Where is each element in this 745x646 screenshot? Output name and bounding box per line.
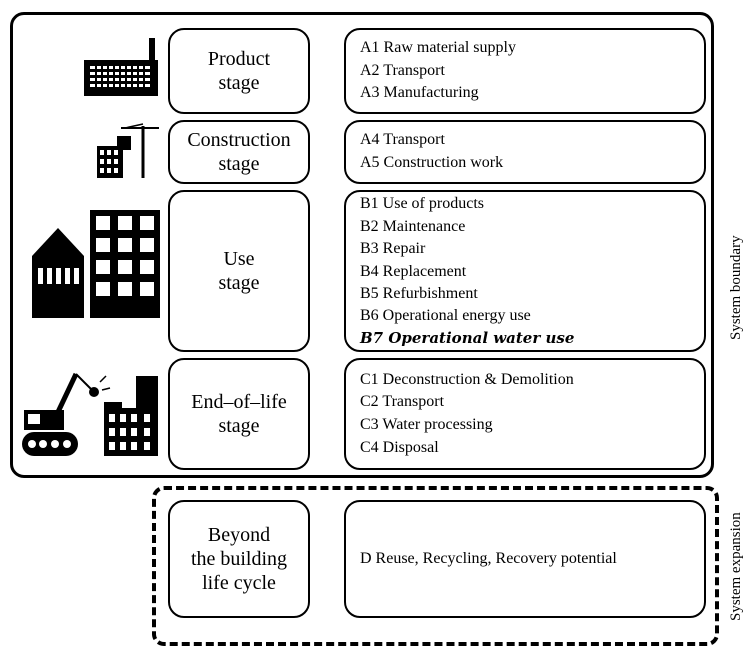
module-d: D Reuse, Recycling, Recovery potential <box>360 549 617 567</box>
crane-building-icon <box>97 123 159 178</box>
system-expansion-label: System expansion <box>728 512 744 621</box>
module-a4: A4 Transport <box>360 131 445 149</box>
module-a5: A5 Construction work <box>360 154 504 171</box>
module-b6: B6 Operational energy use <box>360 307 531 325</box>
modules-product: A1 Raw material supply A2 Transport A3 M… <box>344 28 706 114</box>
module-b1: B1 Use of products <box>360 195 484 213</box>
module-a2: A2 Transport <box>360 61 445 79</box>
system-boundary-label: System boundary <box>728 235 744 340</box>
module-box-d: D Reuse, Recycling, Recovery potential <box>344 500 706 618</box>
module-b5: B5 Refurbishment <box>360 284 478 302</box>
modules-use: B1 Use of products B2 Maintenance B3 Rep… <box>344 190 706 352</box>
module-b7-highlighted: B7 Operational water use <box>360 328 575 347</box>
demolition-excavator-icon <box>22 372 158 456</box>
system-boundary-frame <box>10 12 714 478</box>
factory-icon <box>84 38 158 96</box>
modules-end-of-life: C1 Deconstruction & Demolition C2 Transp… <box>344 358 706 470</box>
module-c3: C3 Water processing <box>360 416 493 433</box>
module-c2: C2 Transport <box>360 393 445 411</box>
module-a3: A3 Manufacturing <box>360 84 479 102</box>
modules-construction: A4 Transport A5 Construction work <box>344 120 706 184</box>
module-a1: A1 Raw material supply <box>360 38 516 56</box>
module-b2: B2 Maintenance <box>360 217 466 235</box>
city-buildings-icon <box>32 210 160 318</box>
module-b3: B3 Repair <box>360 240 426 258</box>
module-b4: B4 Replacement <box>360 262 467 280</box>
module-c1: C1 Deconstruction & Demolition <box>360 370 574 388</box>
module-c4: C4 Disposal <box>360 438 439 456</box>
